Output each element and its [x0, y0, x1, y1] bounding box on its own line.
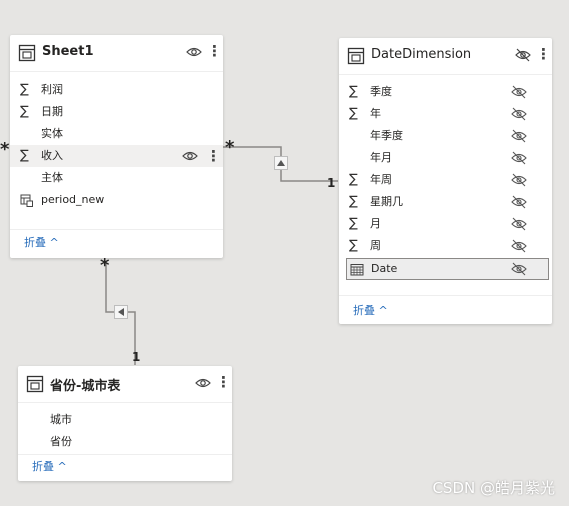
field-label: 日期: [41, 105, 63, 118]
more-options-icon[interactable]: ⋮: [536, 45, 551, 63]
calendar-icon: [350, 264, 364, 276]
collapse-button[interactable]: 折叠 ^: [353, 304, 388, 317]
arrow-up-icon: [277, 160, 285, 166]
field-label: 周: [370, 239, 381, 252]
sigma-icon: ∑: [349, 84, 358, 99]
cardinality-one-label: 1: [327, 176, 336, 190]
table-icon: [26, 375, 44, 393]
field-label: 主体: [41, 171, 63, 184]
field-label: 利润: [41, 83, 63, 96]
field-row[interactable]: ∑ 年周: [339, 169, 552, 191]
field-row[interactable]: ∑ 日期: [10, 101, 223, 123]
field-row[interactable]: ∑ 年: [339, 103, 552, 125]
divider: [10, 229, 223, 230]
field-label: 实体: [41, 127, 63, 140]
cardinality-many-label: *: [225, 137, 235, 158]
sheet1-header[interactable]: Sheet1 ⋮: [10, 35, 223, 72]
eye-icon[interactable]: [186, 45, 202, 59]
sigma-icon: ∑: [349, 216, 358, 231]
field-row-hovered[interactable]: ∑ 收入 ⋮: [10, 145, 223, 167]
cardinality-many-label: *: [100, 255, 110, 276]
eye-hidden-icon[interactable]: [511, 239, 527, 253]
field-label: 月: [370, 217, 381, 230]
province-city-header[interactable]: 省份-城市表 ⋮: [18, 366, 232, 403]
eye-hidden-icon[interactable]: [511, 129, 527, 143]
eye-hidden-icon[interactable]: [511, 217, 527, 231]
more-options-icon[interactable]: ⋮: [206, 147, 221, 165]
cardinality-many-label: *: [0, 139, 10, 160]
sigma-icon: ∑: [349, 194, 358, 209]
divider: [339, 295, 552, 296]
field-label: 星期几: [370, 195, 403, 208]
eye-hidden-icon[interactable]: [511, 195, 527, 209]
field-row[interactable]: ∑ 季度: [339, 81, 552, 103]
field-label: 季度: [370, 85, 392, 98]
field-label: 城市: [50, 413, 72, 426]
calculated-table-icon: [20, 194, 33, 207]
field-row[interactable]: ∑ 月: [339, 213, 552, 235]
datedimension-title: DateDimension: [371, 47, 472, 62]
field-row[interactable]: 实体: [10, 123, 223, 145]
arrow-left-icon: [118, 308, 124, 316]
field-label: 年季度: [370, 129, 403, 142]
eye-hidden-icon[interactable]: [511, 85, 527, 99]
field-row[interactable]: 省份: [18, 431, 232, 453]
eye-hidden-icon[interactable]: [511, 107, 527, 121]
eye-hidden-icon[interactable]: [511, 173, 527, 187]
province-city-table-card[interactable]: 省份-城市表 ⋮ 城市 省份 折叠 ^: [18, 366, 232, 481]
sheet1-title: Sheet1: [42, 44, 94, 59]
sigma-icon: ∑: [20, 104, 29, 119]
eye-hidden-icon[interactable]: [515, 48, 531, 62]
province-city-title: 省份-城市表: [50, 379, 121, 394]
sigma-icon: ∑: [349, 238, 358, 253]
collapse-button[interactable]: 折叠 ^: [24, 236, 59, 249]
field-label: period_new: [41, 193, 105, 206]
field-label: 年: [370, 107, 381, 120]
watermark: CSDN @皓月紫光: [432, 479, 555, 497]
divider: [18, 454, 232, 455]
sheet1-table-card[interactable]: Sheet1 ⋮ ∑ 利润 ∑ 日期 实体 ∑ 收入 ⋮ 主体 p: [10, 35, 223, 258]
eye-icon[interactable]: [182, 149, 198, 163]
field-label: 年周: [370, 173, 392, 186]
collapse-button[interactable]: 折叠 ^: [32, 460, 67, 473]
more-options-icon[interactable]: ⋮: [207, 42, 222, 60]
field-label: 省份: [50, 435, 72, 448]
sigma-icon: ∑: [349, 172, 358, 187]
sigma-icon: ∑: [349, 106, 358, 121]
field-label: 收入: [41, 149, 63, 162]
field-row[interactable]: 年月: [339, 147, 552, 169]
filter-direction-left-icon[interactable]: [114, 305, 128, 319]
filter-direction-up-icon[interactable]: [274, 156, 288, 170]
field-row[interactable]: 年季度: [339, 125, 552, 147]
datedimension-table-card[interactable]: DateDimension ⋮ ∑ 季度 ∑ 年 年季度 年月 ∑ 年周 ∑ 星…: [339, 38, 552, 324]
sigma-icon: ∑: [20, 82, 29, 97]
field-row-selected[interactable]: Date: [346, 258, 549, 280]
field-row[interactable]: 主体: [10, 167, 223, 189]
field-row[interactable]: ∑ 利润: [10, 79, 223, 101]
cardinality-one-label: 1: [132, 350, 141, 364]
eye-icon[interactable]: [195, 376, 211, 390]
field-row[interactable]: ∑ 星期几: [339, 191, 552, 213]
datedimension-header[interactable]: DateDimension ⋮: [339, 38, 552, 75]
eye-hidden-icon[interactable]: [511, 262, 527, 276]
table-icon: [347, 47, 365, 65]
eye-hidden-icon[interactable]: [511, 151, 527, 165]
more-options-icon[interactable]: ⋮: [216, 373, 231, 391]
sigma-icon: ∑: [20, 148, 29, 163]
field-row[interactable]: 城市: [18, 409, 232, 431]
field-row[interactable]: period_new: [10, 189, 223, 211]
table-icon: [18, 44, 36, 62]
field-row[interactable]: ∑ 周: [339, 235, 552, 257]
field-label: Date: [371, 262, 398, 275]
field-label: 年月: [370, 151, 392, 164]
